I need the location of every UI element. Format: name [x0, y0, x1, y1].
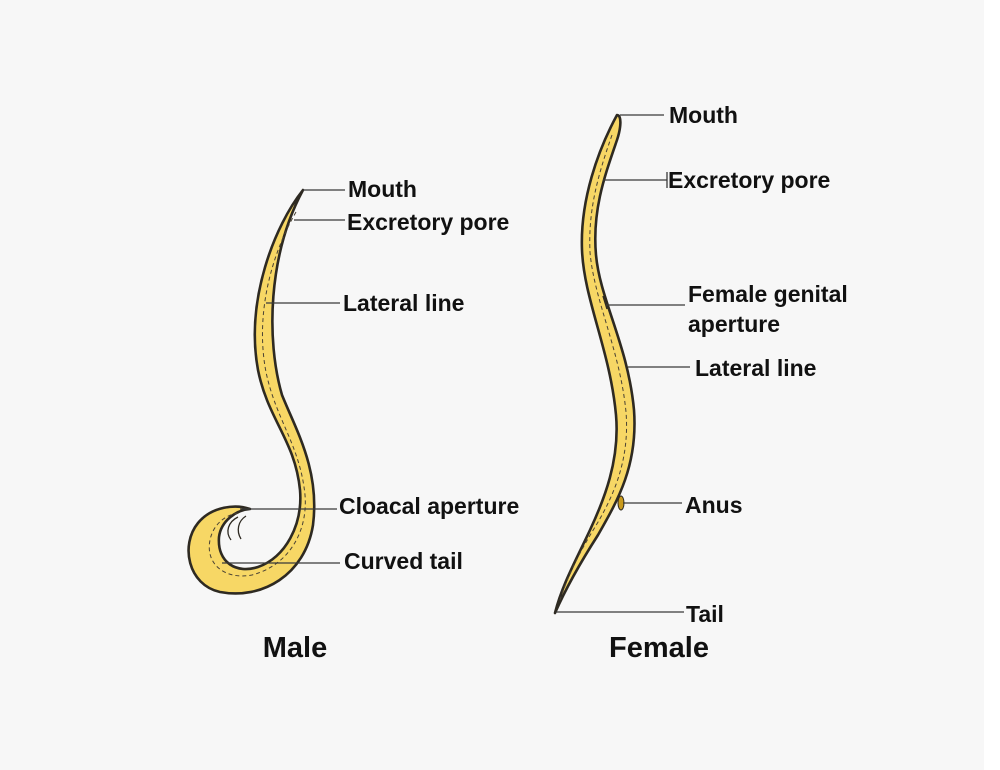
male-spicule-1 — [227, 516, 239, 541]
male-cloacal-aperture-label: Cloacal aperture — [339, 493, 519, 519]
male-curved-tail-label: Curved tail — [344, 548, 463, 574]
female-mouth-label: Mouth — [669, 102, 738, 128]
male-spicule-2 — [237, 515, 247, 540]
female-worm-body — [553, 113, 636, 615]
male-lateral-line-label: Lateral line — [343, 290, 464, 316]
male-lateral-line — [208, 211, 306, 577]
female-worm — [553, 113, 636, 615]
female-anus-label: Anus — [685, 492, 743, 518]
male-excretory-pore-label: Excretory pore — [347, 209, 509, 235]
female-excretory-pore-label: Excretory pore — [668, 167, 830, 193]
female-tail-label: Tail — [686, 601, 724, 627]
male-mouth-label: Mouth — [348, 176, 417, 202]
female-genital-aperture-mark — [602, 295, 608, 310]
female-genital-aperture-label-line1: Female genital — [688, 281, 848, 307]
male-title: Male — [263, 632, 327, 664]
female-title: Female — [609, 632, 709, 664]
male-worm-body — [187, 188, 316, 595]
female-lateral-line — [559, 134, 628, 601]
female-lateral-line-label: Lateral line — [695, 355, 816, 381]
male-worm — [187, 188, 316, 595]
female-genital-aperture-label-line2: aperture — [688, 311, 780, 337]
